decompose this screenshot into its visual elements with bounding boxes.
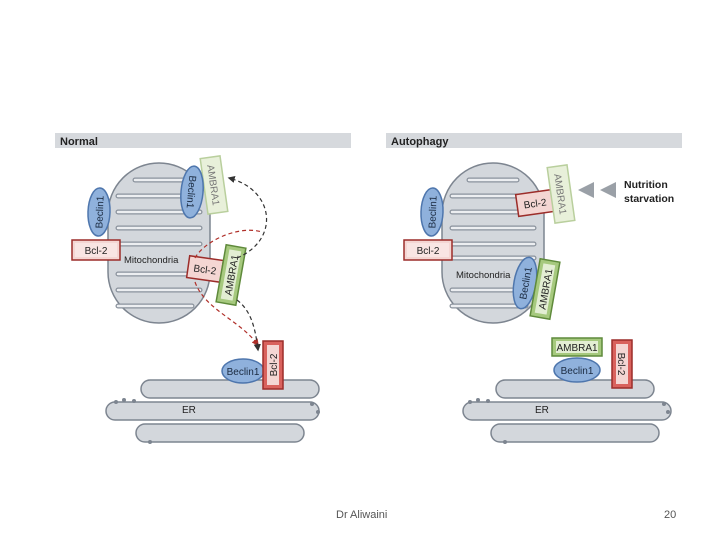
autophagy-er: ER	[462, 379, 672, 444]
footer-page-number: 20	[664, 509, 677, 521]
normal-er-label: ER	[182, 405, 196, 416]
svg-text:Beclin1: Beclin1	[184, 175, 198, 209]
normal-ambra1-center: AMBRA1	[215, 243, 247, 307]
stimulus-line-2: starvation	[624, 193, 674, 205]
normal-ambra1-top: AMBRA1	[199, 155, 229, 215]
svg-text:Bcl-2: Bcl-2	[523, 197, 548, 211]
autophagy-header-bar	[386, 133, 682, 148]
footer-author: Dr Aliwaini	[336, 509, 388, 521]
stimulus-line-1: Nutrition	[624, 179, 668, 191]
normal-mitochondria-label: Mitochondria	[124, 255, 179, 266]
autophagy-ambra1-top: AMBRA1	[546, 164, 576, 224]
autophagy-mitochondria-label: Mitochondria	[456, 270, 511, 281]
normal-arrow-to-er	[236, 299, 261, 352]
svg-text:Bcl-2: Bcl-2	[85, 246, 108, 257]
normal-red-dashed-lower	[194, 281, 259, 347]
autophagy-bcl2-er: Bcl-2	[611, 339, 633, 389]
normal-er: ER	[105, 379, 320, 444]
svg-text:Beclin1: Beclin1	[94, 195, 106, 229]
normal-beclin1-er: Beclin1	[221, 358, 265, 384]
normal-red-dashed-upper	[194, 229, 263, 259]
normal-bcl2-center: Bcl-2	[185, 254, 225, 284]
normal-bcl2-er: Bcl-2	[262, 340, 284, 390]
svg-text:Beclin1: Beclin1	[561, 366, 594, 377]
autophagy-beclin1-bottom: Beclin1	[512, 256, 538, 310]
svg-text:Bcl-2: Bcl-2	[417, 246, 440, 257]
svg-text:AMBRA1: AMBRA1	[556, 343, 598, 354]
nutrition-starvation-arrows	[578, 182, 616, 198]
normal-bcl2-left: Bcl-2	[71, 239, 121, 261]
svg-text:Beclin1: Beclin1	[227, 367, 260, 378]
svg-text:Bcl-2: Bcl-2	[269, 353, 280, 376]
normal-header-bar	[55, 133, 351, 148]
autophagy-panel: Autophagy Mitochondria Beclin1 Bcl-2 Bcl…	[386, 133, 682, 444]
autophagy-beclin1-er: Beclin1	[553, 357, 601, 383]
svg-text:Beclin1: Beclin1	[427, 195, 439, 229]
autophagy-ambra1-er: AMBRA1	[551, 337, 603, 357]
normal-panel-title: Normal	[60, 136, 98, 148]
normal-beclin1-top: Beclin1	[180, 165, 204, 219]
autophagy-ambra1-bottom: AMBRA1	[529, 257, 561, 321]
autophagy-panel-title: Autophagy	[391, 136, 449, 148]
svg-text:Bcl-2: Bcl-2	[193, 263, 218, 277]
autophagy-beclin1-left: Beclin1	[420, 187, 444, 237]
normal-panel: Normal Mitochondria AMBRA1 Beclin1 Becli…	[55, 133, 351, 444]
autophagy-er-label: ER	[535, 405, 549, 416]
svg-text:Bcl-2: Bcl-2	[615, 353, 626, 376]
normal-arrow-to-top	[227, 175, 268, 259]
autophagy-bcl2-top: Bcl-2	[514, 188, 556, 218]
normal-beclin1-left: Beclin1	[87, 187, 111, 237]
autophagy-bcl2-left: Bcl-2	[403, 239, 453, 261]
